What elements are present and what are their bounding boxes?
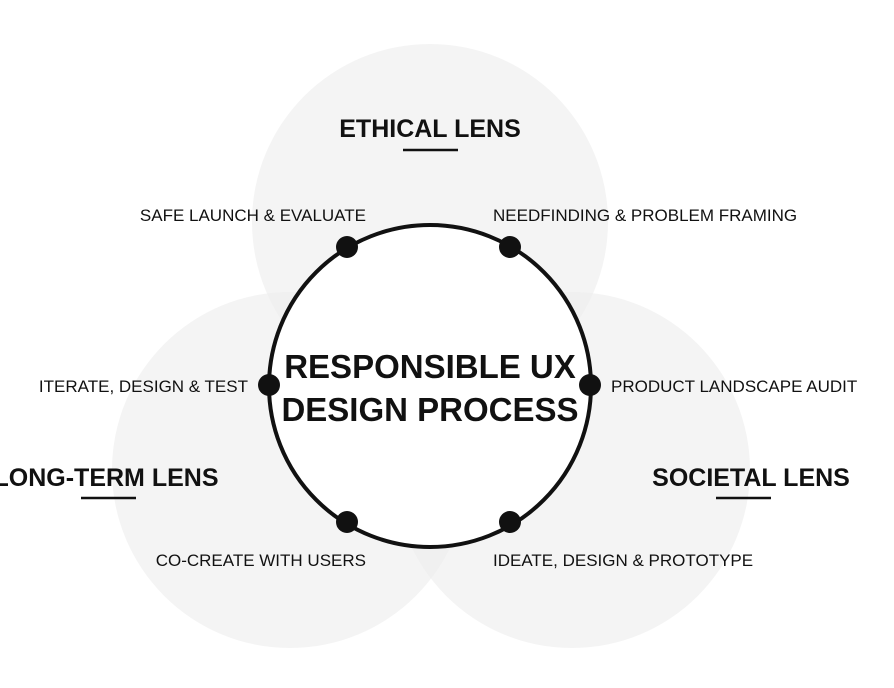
node-co-create	[336, 511, 358, 533]
node-iterate	[258, 374, 280, 396]
node-product-audit	[579, 374, 601, 396]
node-ideate	[499, 511, 521, 533]
step-iterate: ITERATE, DESIGN & TEST	[39, 377, 248, 396]
node-needfinding	[499, 236, 521, 258]
ethical-lens-label: ETHICAL LENS	[339, 115, 521, 143]
step-safe-launch: SAFE LAUNCH & EVALUATE	[140, 206, 366, 225]
center-title-line1: RESPONSIBLE UX	[284, 348, 576, 385]
long-term-lens-label: LONG-TERM LENS	[0, 464, 219, 492]
step-product-audit: PRODUCT LANDSCAPE AUDIT	[611, 377, 857, 396]
step-co-create: CO-CREATE WITH USERS	[156, 551, 366, 570]
process-circle	[267, 223, 593, 549]
step-needfinding: NEEDFINDING & PROBLEM FRAMING	[493, 206, 797, 225]
node-safe-launch	[336, 236, 358, 258]
step-ideate: IDEATE, DESIGN & PROTOTYPE	[493, 551, 753, 570]
center-title-line2: DESIGN PROCESS	[281, 391, 578, 428]
societal-lens-label: SOCIETAL LENS	[652, 464, 850, 492]
